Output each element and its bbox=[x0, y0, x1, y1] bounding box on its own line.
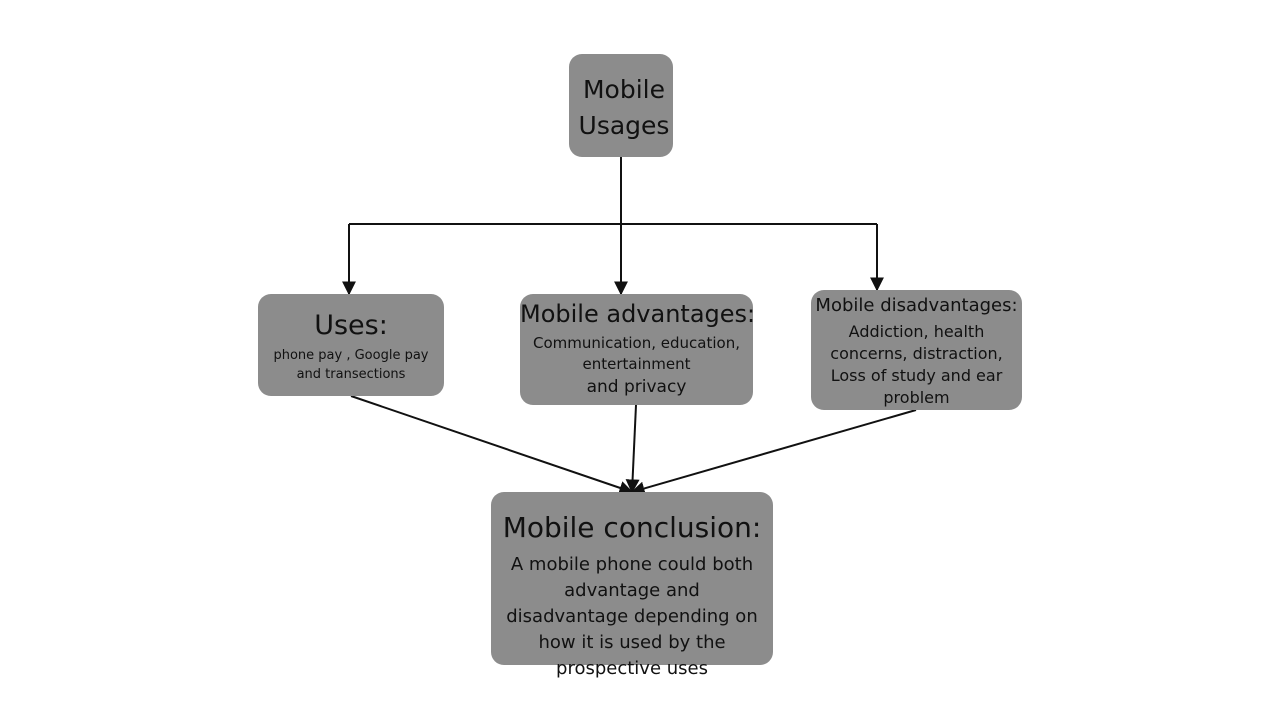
node-disadvantages-title: Mobile disadvantages: bbox=[815, 295, 1018, 316]
node-uses-body: phone pay , Google pay and transections bbox=[273, 348, 429, 382]
node-mobile-usages-title: Mobile Usages bbox=[578, 75, 670, 140]
node-mobile-usages: Mobile Usages bbox=[569, 54, 673, 157]
node-conclusion: Mobile conclusion: A mobile phone could … bbox=[491, 492, 773, 679]
node-advantages-body-2: and privacy bbox=[586, 377, 687, 397]
node-conclusion-body: A mobile phone could both advantage and … bbox=[506, 554, 758, 679]
arrow-advantages-to-conclusion bbox=[625, 404, 640, 494]
node-uses-title: Uses: bbox=[314, 310, 388, 341]
node-conclusion-title: Mobile conclusion: bbox=[502, 511, 762, 544]
arrow-uses-to-conclusion bbox=[350, 395, 634, 495]
node-uses: Uses: phone pay , Google pay and transec… bbox=[258, 294, 444, 396]
node-advantages-body: Communication, education, entertainment bbox=[533, 334, 740, 373]
arrow-disadvantages-to-conclusion bbox=[630, 409, 917, 496]
node-disadvantages: Mobile disadvantages: Addiction, health … bbox=[811, 290, 1022, 410]
node-advantages-title: Mobile advantages: bbox=[520, 300, 756, 328]
node-advantages: Mobile advantages: Communication, educat… bbox=[520, 294, 756, 405]
node-disadvantages-body: Addiction, health concerns, distraction,… bbox=[830, 322, 1003, 407]
